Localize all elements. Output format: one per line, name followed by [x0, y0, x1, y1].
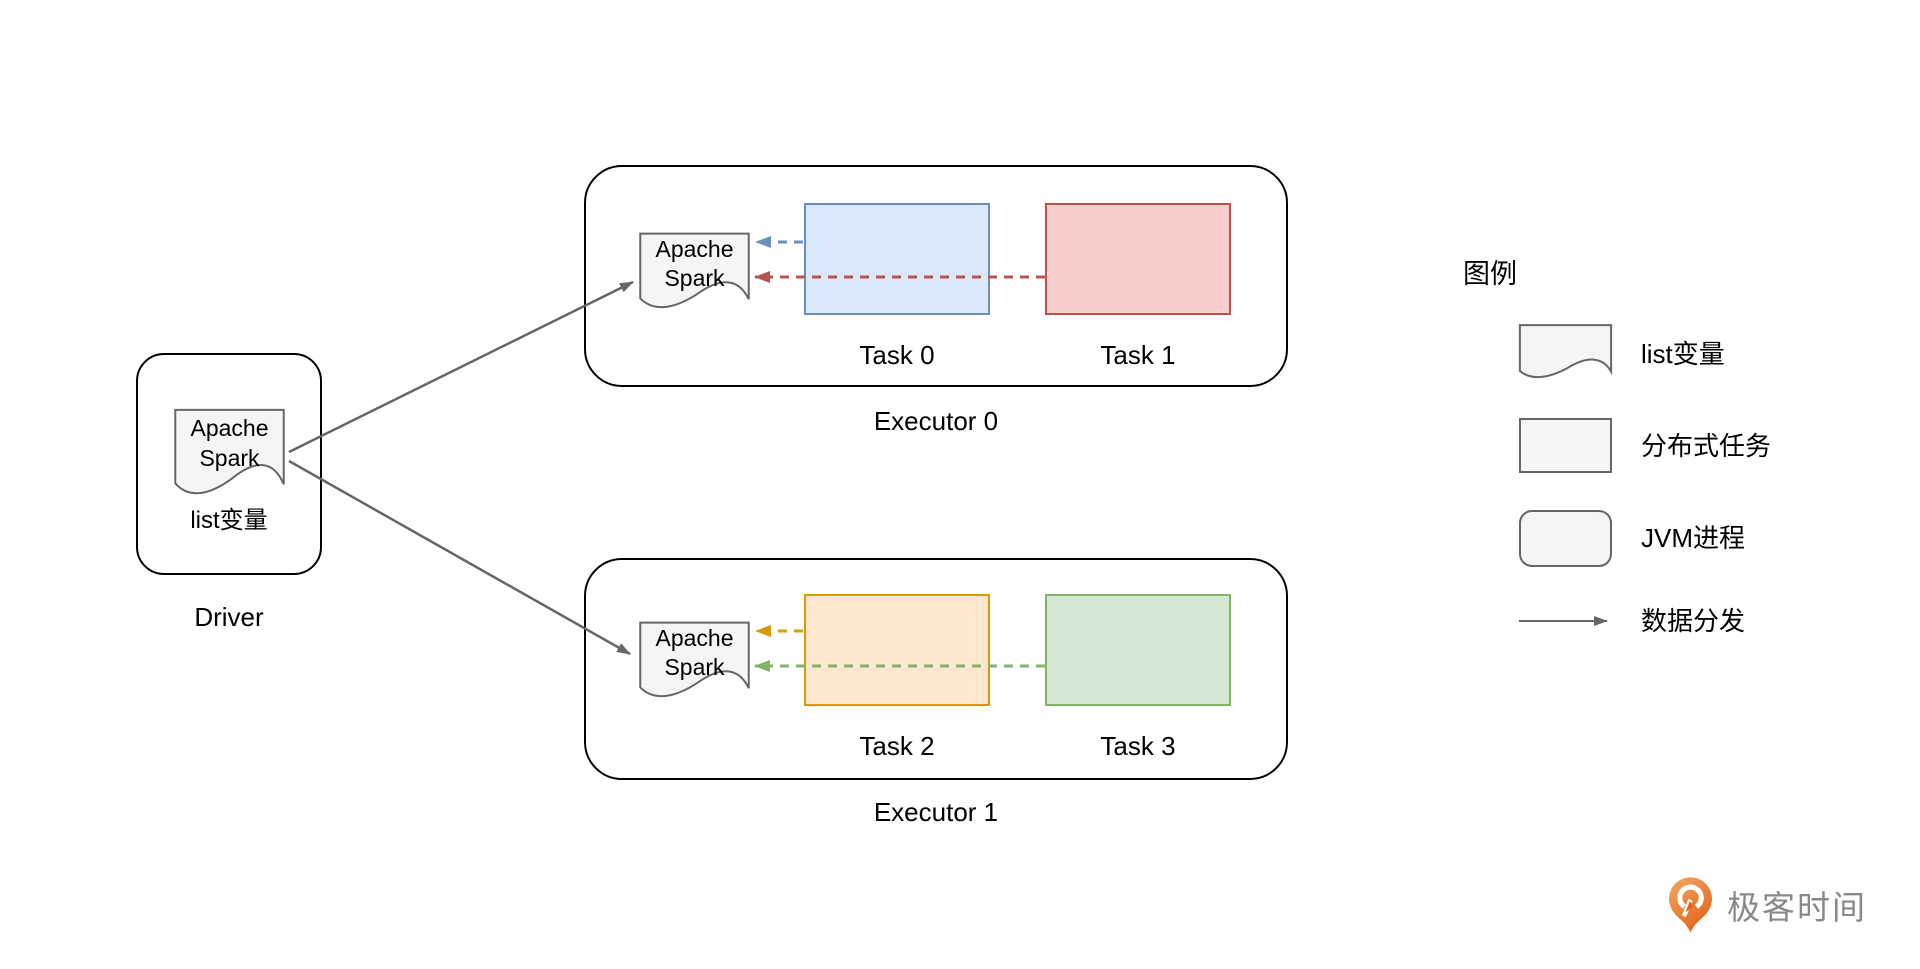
legend-rounded-rectangle-shape [1519, 510, 1612, 567]
legend-label-data-distribution: 数据分发 [1641, 606, 1746, 636]
executor-0-list-variable-doc: Apache Spark [638, 232, 751, 314]
task-0-label: Task 0 [859, 340, 935, 370]
driver-list-variable-doc: Apache Spark [173, 408, 286, 501]
legend-label-jvm-process: JVM进程 [1641, 523, 1746, 553]
task-2-label: Task 2 [859, 731, 935, 761]
driver-label: Driver [194, 602, 264, 632]
task-1-rect [1045, 203, 1231, 315]
legend-document-shape [1518, 324, 1613, 382]
task-3-label: Task 3 [1100, 731, 1176, 761]
geektime-logo: 极客时间 [1668, 876, 1867, 934]
arrow-driver-to-executor-1 [288, 459, 631, 656]
document-shape-icon [638, 232, 751, 314]
document-shape-icon [1518, 324, 1613, 382]
task-1-label: Task 1 [1100, 340, 1176, 370]
executor-0-doc-text-line2: Spark [664, 265, 725, 291]
legend-label-distributed-task: 分布式任务 [1641, 431, 1772, 461]
geektime-logo-icon [1669, 877, 1712, 933]
executor-0-doc-text-line1: Apache [655, 236, 734, 262]
executor-1-label: Executor 1 [873, 797, 999, 827]
task-3-rect [1045, 594, 1231, 706]
geektime-logo-text: 极客时间 [1727, 889, 1867, 926]
arrow-driver-to-executor-0 [288, 280, 634, 454]
task-2-rect [804, 594, 990, 706]
executor-1-doc-text-line1: Apache [655, 625, 734, 651]
task-0-rect [804, 203, 990, 315]
executor-1-doc-text-line2: Spark [664, 654, 725, 680]
driver-doc-caption: list变量 [190, 507, 268, 534]
driver-doc-text-line2: Spark [199, 445, 260, 471]
legend-label-list-variable: list变量 [1641, 339, 1725, 369]
legend-title: 图例 [1463, 259, 1517, 289]
executor-1-list-variable-doc: Apache Spark [638, 621, 751, 703]
legend-rectangle-shape [1519, 418, 1612, 473]
document-shape-icon [638, 621, 751, 703]
document-shape-icon [173, 408, 286, 501]
executor-0-label: Executor 0 [873, 406, 999, 436]
driver-doc-text-line1: Apache [190, 415, 269, 441]
